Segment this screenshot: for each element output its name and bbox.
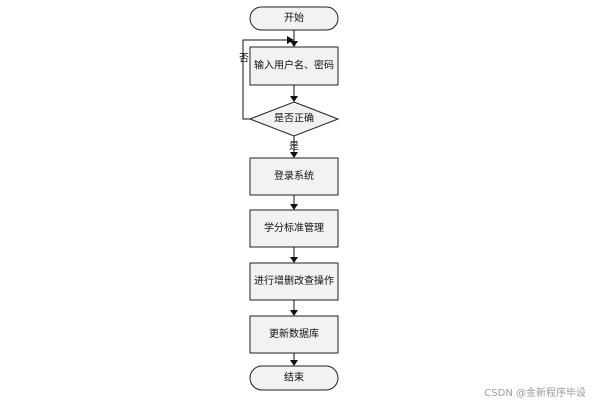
edge-manage-to-crud bbox=[290, 247, 298, 263]
start-label: 开始 bbox=[284, 11, 304, 24]
decision-label: 是否正确 bbox=[274, 112, 314, 125]
decision-node: 是否正确 bbox=[248, 101, 340, 137]
watermark-text: CSDN @金新程序毕设 bbox=[484, 388, 586, 399]
crud-label: 进行增删改查操作 bbox=[254, 274, 334, 287]
edge-input-to-decision bbox=[290, 85, 298, 102]
input-label: 输入用户名、密码 bbox=[254, 59, 334, 72]
manage-label: 学分标准管理 bbox=[264, 221, 324, 234]
manage-node: 学分标准管理 bbox=[249, 209, 339, 248]
edge-crud-to-update bbox=[290, 300, 298, 316]
edge-decision-no-loop bbox=[242, 36, 294, 120]
branch-no-label: 否 bbox=[239, 53, 249, 65]
login-label: 登录系统 bbox=[274, 169, 314, 182]
end-label: 结束 bbox=[284, 371, 304, 384]
update-label: 更新数据库 bbox=[269, 327, 319, 340]
login-node: 登录系统 bbox=[249, 157, 339, 196]
crud-node: 进行增删改查操作 bbox=[249, 262, 339, 301]
input-node: 输入用户名、密码 bbox=[249, 46, 339, 86]
start-node: 开始 bbox=[249, 6, 339, 31]
end-node: 结束 bbox=[249, 365, 339, 391]
edge-update-to-end bbox=[290, 353, 298, 366]
update-node: 更新数据库 bbox=[249, 315, 339, 354]
edge-login-to-manage bbox=[290, 195, 298, 210]
branch-yes-label: 是 bbox=[289, 141, 299, 153]
edge-decision-yes-to-login bbox=[290, 136, 298, 158]
